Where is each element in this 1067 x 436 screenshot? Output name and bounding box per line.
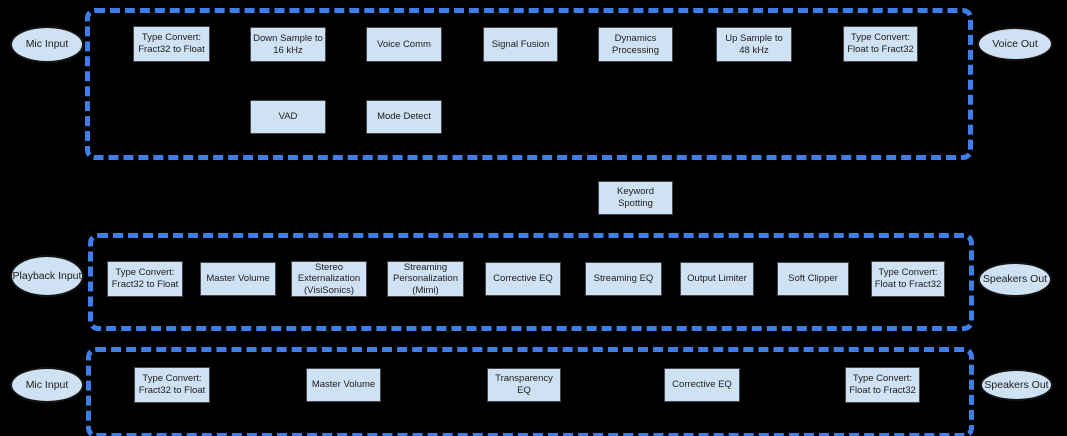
block-stereo-externalization: Stereo Externalization (VisiSonics): [291, 261, 367, 297]
block-signal-fusion: Signal Fusion: [483, 27, 558, 62]
block-playback-type-convert-out: Type Convert: Float to Fract32: [871, 261, 945, 297]
block-voice-comm: Voice Comm: [366, 27, 442, 62]
terminal-mic-input-transparency: Mic Input: [10, 367, 84, 403]
block-keyword-spotting: Keyword Spotting: [598, 181, 673, 215]
terminal-playback-input: Playback Input: [10, 255, 84, 297]
playback-pipeline-group-border: [88, 233, 974, 331]
block-up-sample-48khz: Up Sample to 48 kHz: [716, 27, 792, 62]
block-vad: VAD: [250, 100, 326, 134]
block-playback-master-volume: Master Volume: [200, 262, 276, 296]
block-transparency-corrective-eq: Corrective EQ: [664, 368, 740, 402]
block-transparency-master-volume: Master Volume: [306, 368, 381, 402]
block-voice-type-convert-in: Type Convert: Fract32 to Float: [133, 26, 210, 62]
transparency-pipeline-group-border: [86, 347, 974, 436]
terminal-voice-out: Voice Out: [977, 27, 1053, 61]
block-playback-type-convert-in: Type Convert: Fract32 to Float: [107, 261, 183, 297]
block-dynamics-processing: Dynamics Processing: [598, 27, 673, 62]
terminal-speakers-out-transparency: Speakers Out: [980, 369, 1053, 401]
terminal-mic-input-voice: Mic Input: [10, 26, 84, 63]
block-streaming-personalization: Streaming Personalization (Mimi): [387, 261, 464, 297]
block-soft-clipper: Soft Clipper: [777, 262, 849, 296]
block-output-limiter: Output Limiter: [680, 262, 754, 296]
terminal-speakers-out-playback: Speakers Out: [978, 262, 1052, 297]
block-down-sample-16khz: Down Sample to 16 kHz: [250, 27, 326, 62]
block-voice-type-convert-out: Type Convert: Float to Fract32: [843, 26, 918, 62]
voice-pipeline-group-border: [85, 8, 973, 160]
block-transparency-type-convert-out: Type Convert: Float to Fract32: [845, 367, 920, 403]
block-streaming-eq: Streaming EQ: [585, 262, 662, 296]
block-mode-detect: Mode Detect: [366, 100, 442, 134]
block-transparency-eq: Transparency EQ: [487, 368, 561, 402]
block-transparency-type-convert-in: Type Convert: Fract32 to Float: [134, 367, 210, 403]
block-playback-corrective-eq: Corrective EQ: [485, 262, 561, 296]
